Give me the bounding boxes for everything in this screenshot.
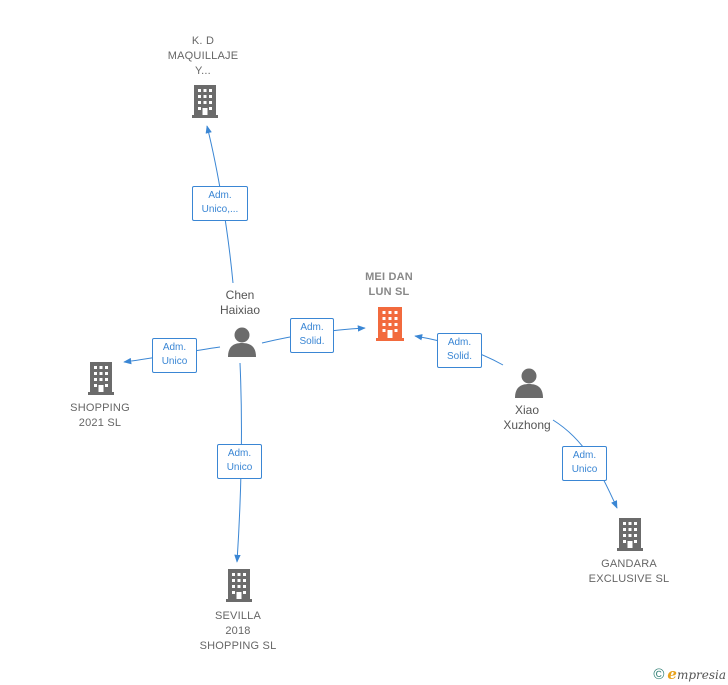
brand-logo: empresia xyxy=(667,665,726,683)
building-icon-kd[interactable] xyxy=(192,85,218,118)
edge-label-xiao-meidan[interactable]: Adm. Solid. xyxy=(437,333,482,368)
company-label-gandara[interactable]: GANDARA EXCLUSIVE SL xyxy=(588,558,670,585)
person-label-chen[interactable]: Chen Haixiao xyxy=(219,288,261,317)
copyright-icon: © xyxy=(653,665,665,683)
building-icon-shopping2021[interactable] xyxy=(88,362,114,395)
footer-brand: © empresia xyxy=(653,665,726,683)
building-icon-gandara[interactable] xyxy=(617,518,643,551)
person-icon-xiao[interactable] xyxy=(515,368,543,399)
person-label-xiao[interactable]: Xiao Xuzhong xyxy=(503,403,551,432)
person-icon-chen[interactable] xyxy=(228,327,256,358)
edge-label-chen-sevilla[interactable]: Adm. Unico xyxy=(217,444,262,479)
company-label-shopping2021[interactable]: SHOPPING 2021 SL xyxy=(70,402,130,429)
edge-label-chen-kd[interactable]: Adm. Unico,... xyxy=(192,186,248,221)
edge-label-chen-meidan[interactable]: Adm. Solid. xyxy=(290,318,334,353)
company-label-sevilla[interactable]: SEVILLA 2018 SHOPPING SL xyxy=(199,610,277,652)
building-icon-meidan[interactable] xyxy=(376,307,404,341)
edge-label-chen-shopping[interactable]: Adm. Unico xyxy=(152,338,197,373)
company-label-kd[interactable]: K. D MAQUILLAJE Y... xyxy=(167,35,239,77)
edge-label-xiao-gandara[interactable]: Adm. Unico xyxy=(562,446,607,481)
building-icon-sevilla[interactable] xyxy=(226,569,252,602)
company-label-meidan[interactable]: MEI DAN LUN SL xyxy=(365,271,413,298)
